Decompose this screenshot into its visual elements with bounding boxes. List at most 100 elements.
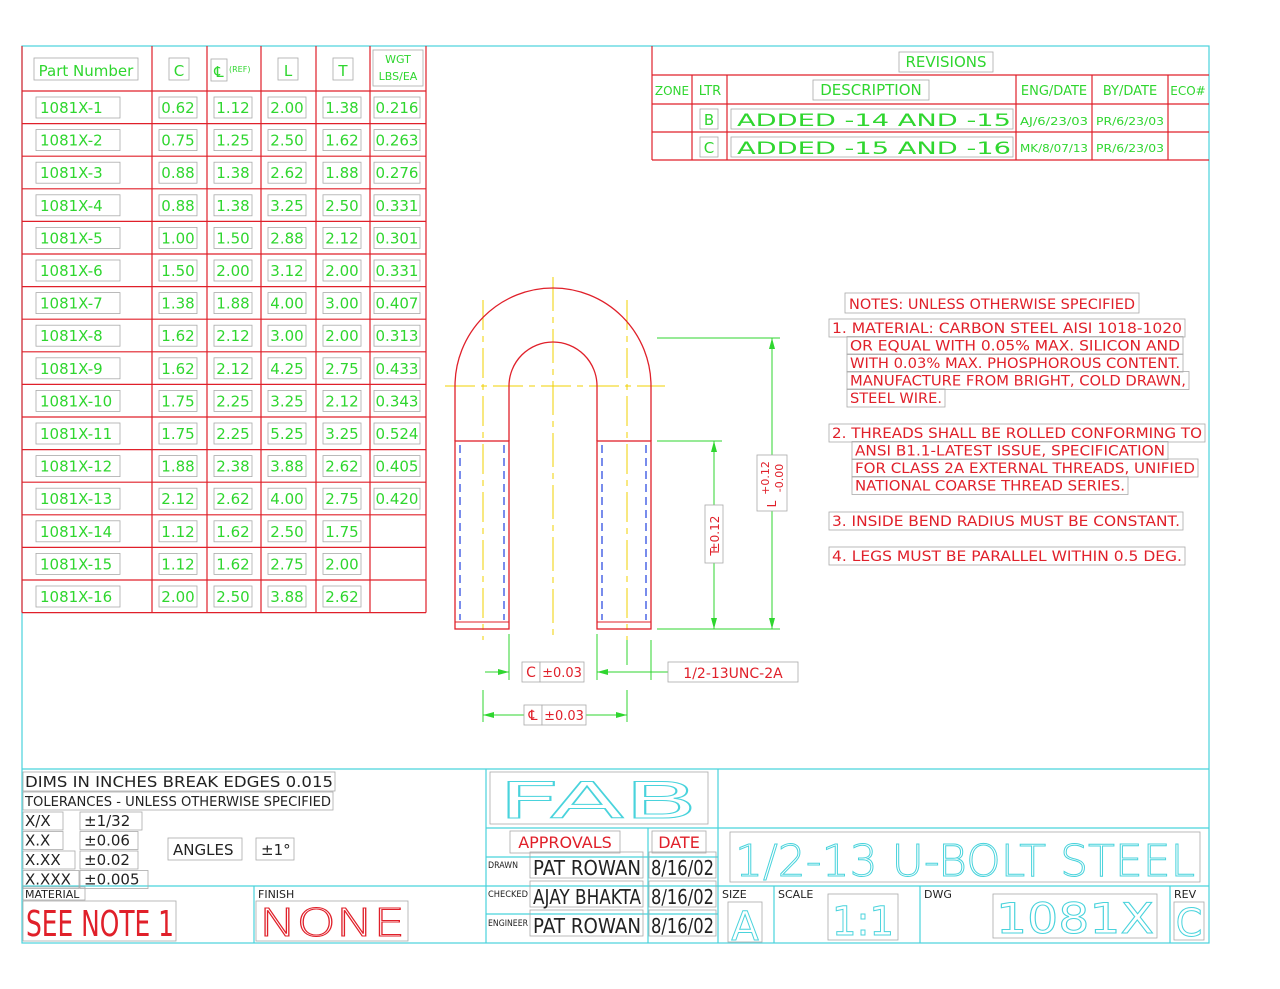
- l-value-cell: 3.25: [270, 392, 303, 410]
- t-value-cell: 1.62: [325, 132, 358, 150]
- rev-row-eng-date: MK/8/07/13: [1020, 142, 1088, 155]
- wgt-value-cell: 0.433: [376, 360, 419, 378]
- company-logo-text: FAB: [498, 772, 698, 830]
- dim-l-tol-plus: +0.12: [759, 461, 772, 495]
- dim-cl-label: ℄: [528, 708, 538, 724]
- rev-header-by-date: BY/DATE: [1103, 84, 1157, 99]
- t-value-cell: 2.00: [325, 262, 358, 280]
- wgt-value-cell: 0.524: [376, 425, 419, 443]
- t-value-cell: 2.00: [325, 327, 358, 345]
- l-value-cell: 3.12: [270, 262, 303, 280]
- dim-t-tolerance: ±0.12: [708, 516, 722, 553]
- t-value-cell: 2.62: [325, 458, 358, 476]
- c-value-cell: 1.12: [161, 555, 194, 573]
- t-value-cell: 2.12: [325, 392, 358, 410]
- wgt-value-cell: 0.301: [376, 229, 419, 247]
- t-value-cell: 1.88: [325, 164, 358, 182]
- dim-l-label: L: [765, 500, 779, 507]
- dim-t-label: T: [708, 548, 722, 557]
- c-value-cell: 1.75: [161, 425, 194, 443]
- l-value-cell: 3.25: [270, 197, 303, 215]
- cl-value-cell: 2.25: [216, 392, 249, 410]
- note-line: WITH 0.03% MAX. PHOSPHOROUS CONTENT.: [850, 356, 1180, 372]
- approvals-label: APPROVALS: [518, 833, 612, 852]
- part-number-cell: 1081X-8: [40, 327, 103, 345]
- col-header-wgt: WGT: [385, 53, 411, 66]
- col-header-wgt-unit: LBS/EA: [379, 70, 418, 83]
- cl-value-cell: 1.62: [216, 523, 249, 541]
- c-value-cell: 0.88: [161, 197, 194, 215]
- wgt-value-cell: 0.343: [376, 392, 419, 410]
- finish-label: FINISH: [258, 888, 294, 901]
- dim-l-tol-minus: -0.00: [773, 464, 786, 492]
- rev-header-zone: ZONE: [655, 84, 689, 98]
- part-number-cell: 1081X-7: [40, 295, 103, 313]
- part-number-cell: 1081X-2: [40, 132, 103, 150]
- material-value: SEE NOTE 1: [26, 904, 174, 945]
- part-number-cell: 1081X-11: [40, 425, 112, 443]
- note-item: 2. THREADS SHALL BE ROLLED CONFORMING TO…: [828, 423, 1206, 495]
- rev-header-description: DESCRIPTION: [820, 81, 922, 99]
- l-value-cell: 4.00: [270, 490, 303, 508]
- col-header-part-number: Part Number: [39, 62, 134, 80]
- l-value-cell: 2.50: [270, 132, 303, 150]
- tolerance-value: ±0.02: [84, 851, 130, 869]
- rev-row-description: ADDED -15 AND -16: [737, 139, 1011, 159]
- l-value-cell: 2.00: [270, 99, 303, 117]
- dims-in-inches: DIMS IN INCHES BREAK EDGES 0.015: [25, 773, 333, 791]
- cl-value-cell: 2.50: [216, 588, 249, 606]
- size-value: A: [731, 904, 759, 950]
- revisions-title: REVISIONS: [905, 53, 986, 71]
- note-line: OR EQUAL WITH 0.05% MAX. SILICON AND: [850, 339, 1180, 355]
- approval-role: ENGINEER: [488, 919, 528, 929]
- tolerance-label: X.XX: [25, 851, 61, 869]
- approval-role: CHECKED: [488, 890, 528, 900]
- cl-value-cell: 2.62: [216, 490, 249, 508]
- cl-value-cell: 2.25: [216, 425, 249, 443]
- approval-name: PAT ROWAN: [533, 914, 641, 938]
- u-bolt-drawing: ±0.12 T +0.12 -0.00 L C ±0.03 1/2-13UNC-…: [445, 277, 799, 726]
- cl-value-cell: 1.62: [216, 555, 249, 573]
- l-value-cell: 3.88: [270, 458, 303, 476]
- wgt-value-cell: 0.263: [376, 132, 419, 150]
- c-value-cell: 1.12: [161, 523, 194, 541]
- date-label: DATE: [658, 833, 700, 852]
- material-label: MATERIAL: [25, 888, 80, 901]
- part-number-cell: 1081X-3: [40, 164, 103, 182]
- approval-date: 8/16/02: [651, 856, 714, 880]
- rev-header-ltr: LTR: [699, 84, 721, 99]
- part-number-cell: 1081X-16: [40, 588, 112, 606]
- rev-row-description: ADDED -14 AND -15: [737, 111, 1011, 131]
- c-value-cell: 1.88: [161, 458, 194, 476]
- approval-name: AJAY BHAKTA: [533, 885, 641, 909]
- wgt-value-cell: 0.407: [376, 295, 419, 313]
- cl-value-cell: 1.38: [216, 197, 249, 215]
- l-value-cell: 3.88: [270, 588, 303, 606]
- tolerance-value: ±0.005: [84, 871, 140, 889]
- tolerance-label: X.XXX: [25, 871, 71, 889]
- c-value-cell: 1.62: [161, 360, 194, 378]
- t-value-cell: 2.12: [325, 229, 358, 247]
- cl-value-cell: 2.12: [216, 360, 249, 378]
- dwg-number: 1081X: [996, 894, 1154, 943]
- part-number-cell: 1081X-14: [40, 523, 112, 541]
- note-line: 4. LEGS MUST BE PARALLEL WITHIN 0.5 DEG.: [832, 549, 1182, 565]
- t-value-cell: 2.75: [325, 360, 358, 378]
- size-label: SIZE: [722, 888, 747, 901]
- col-header-cl: ℄: [213, 63, 224, 81]
- c-value-cell: 1.38: [161, 295, 194, 313]
- t-value-cell: 2.75: [325, 490, 358, 508]
- thread-callout: 1/2-13UNC-2A: [683, 666, 783, 682]
- l-value-cell: 3.00: [270, 327, 303, 345]
